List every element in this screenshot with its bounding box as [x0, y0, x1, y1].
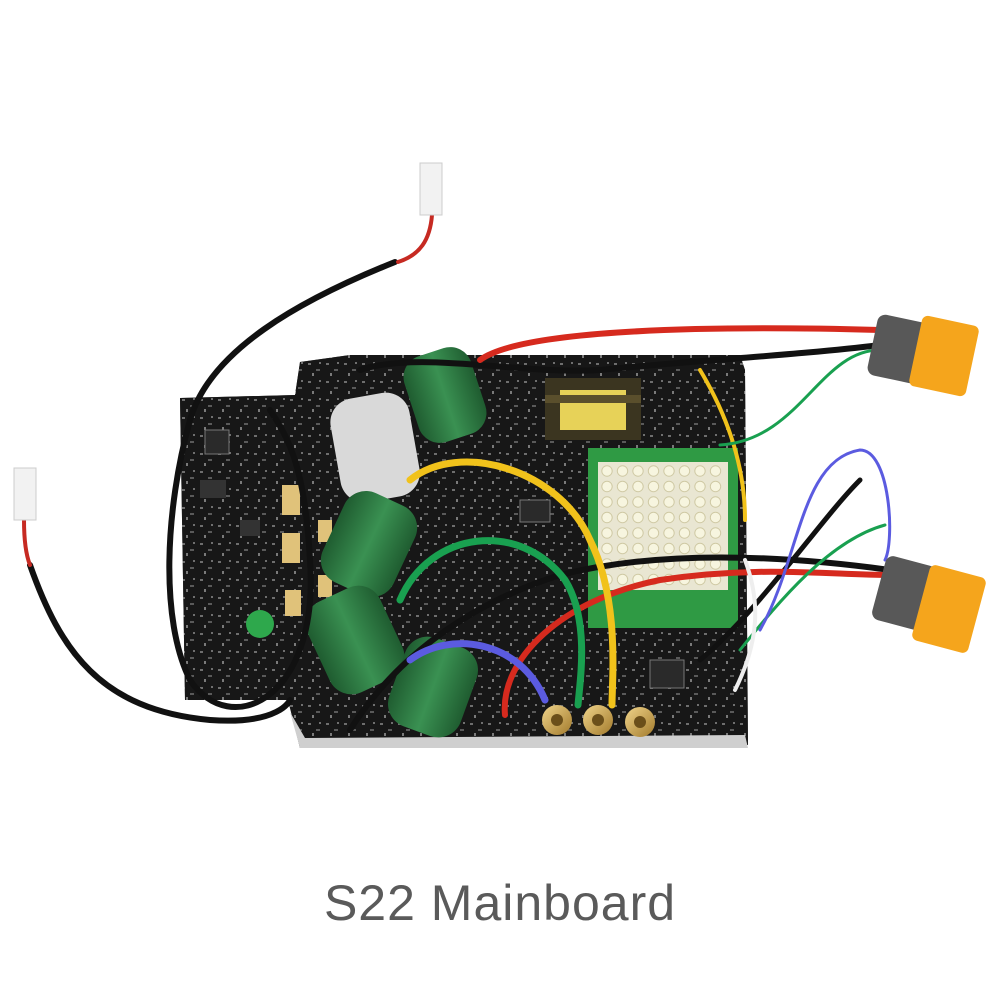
led-dot	[694, 527, 706, 539]
led-dot	[709, 465, 722, 477]
led-dot	[647, 527, 660, 539]
led-dot	[647, 542, 660, 555]
led-dot	[647, 511, 660, 524]
led-dot	[663, 511, 675, 524]
wires	[22, 213, 893, 733]
led-dot	[694, 496, 706, 508]
transformer	[545, 378, 641, 440]
led-dot	[601, 496, 613, 508]
led-dot	[663, 496, 675, 508]
led-dot	[678, 542, 691, 555]
led-dot	[663, 465, 675, 477]
led-dot	[663, 480, 675, 493]
capacitors	[305, 347, 487, 738]
led-dot	[632, 465, 644, 477]
led-dot	[694, 465, 706, 477]
led-dot	[678, 527, 691, 539]
led-dot	[709, 496, 722, 508]
led-dot	[616, 527, 629, 539]
led-dot	[601, 480, 613, 493]
led-dot	[632, 496, 644, 508]
led-dot	[678, 511, 691, 524]
led-dot	[678, 465, 691, 477]
led-dot	[601, 527, 613, 539]
xt60-connector-bottom	[872, 556, 986, 653]
jst-connectors	[13, 162, 443, 521]
motor-phase-connectors	[542, 705, 655, 737]
led-dot	[709, 542, 722, 555]
led-dot	[616, 542, 629, 555]
led-dot	[632, 511, 644, 524]
led-dot	[632, 480, 644, 493]
led-dot	[647, 496, 660, 508]
led-dot	[694, 542, 706, 555]
led-dot	[647, 465, 660, 477]
image-caption: S22 Mainboard	[323, 875, 677, 931]
led-dot	[616, 496, 629, 508]
led-dot	[632, 527, 644, 539]
green-indicator-button	[246, 610, 274, 638]
led-dot	[694, 511, 706, 524]
led-dot	[632, 542, 644, 555]
led-dot	[709, 480, 722, 493]
led-dot	[616, 573, 629, 586]
led-dot	[647, 480, 660, 493]
smd-components	[200, 429, 685, 689]
led-dot	[709, 511, 722, 524]
xt60-connector-top	[867, 314, 979, 397]
led-dot	[663, 542, 675, 555]
led-dot	[678, 480, 691, 493]
led-dot	[601, 511, 613, 524]
led-dot	[678, 496, 691, 508]
led-dot	[601, 542, 613, 555]
led-dot	[616, 480, 629, 493]
led-dot	[616, 465, 629, 477]
led-dot	[663, 527, 675, 539]
led-dot	[694, 480, 706, 493]
led-dot	[601, 465, 613, 477]
led-dot	[616, 511, 629, 524]
led-dot	[709, 527, 722, 539]
